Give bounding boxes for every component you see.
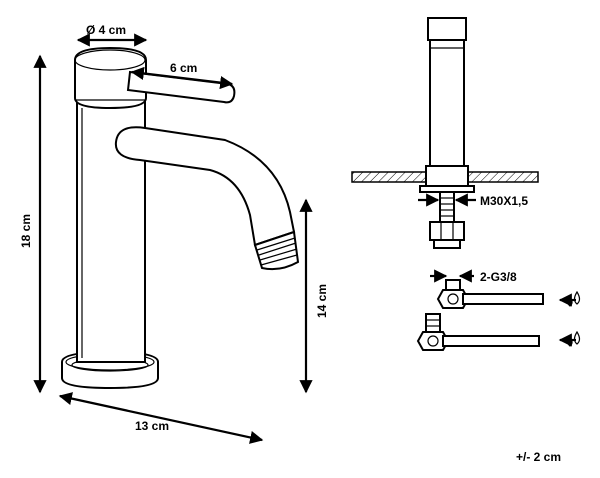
lever-length-label: 6 cm xyxy=(170,61,197,75)
depth-label: 13 cm xyxy=(135,419,169,433)
connections-label: 2-G3/8 xyxy=(480,270,517,284)
depth-dimension-line xyxy=(58,392,264,444)
faucet-head xyxy=(74,46,147,110)
lever-dimension-line xyxy=(130,66,234,90)
water-drops-icon xyxy=(567,330,581,347)
installation-detail xyxy=(351,17,539,249)
threaded-rod xyxy=(439,191,455,223)
supply-hose-1 xyxy=(436,279,576,309)
thread-label: M30X1,5 xyxy=(480,194,528,208)
faucet-shank xyxy=(429,39,465,169)
water-drops-icon xyxy=(567,290,581,307)
faucet-spout xyxy=(114,126,296,247)
upper-cap xyxy=(427,17,467,41)
diameter-label: Ø 4 cm xyxy=(86,23,126,37)
faucet-drawing xyxy=(61,46,300,390)
height-label: 18 cm xyxy=(19,214,33,248)
mount-nut-lower xyxy=(429,221,465,241)
spout-aerator xyxy=(253,230,300,271)
spout-height-label: 14 cm xyxy=(315,284,329,318)
tolerance-label: +/- 2 cm xyxy=(516,450,561,464)
mount-nut-upper xyxy=(425,165,469,189)
supply-hose-2 xyxy=(416,313,576,351)
